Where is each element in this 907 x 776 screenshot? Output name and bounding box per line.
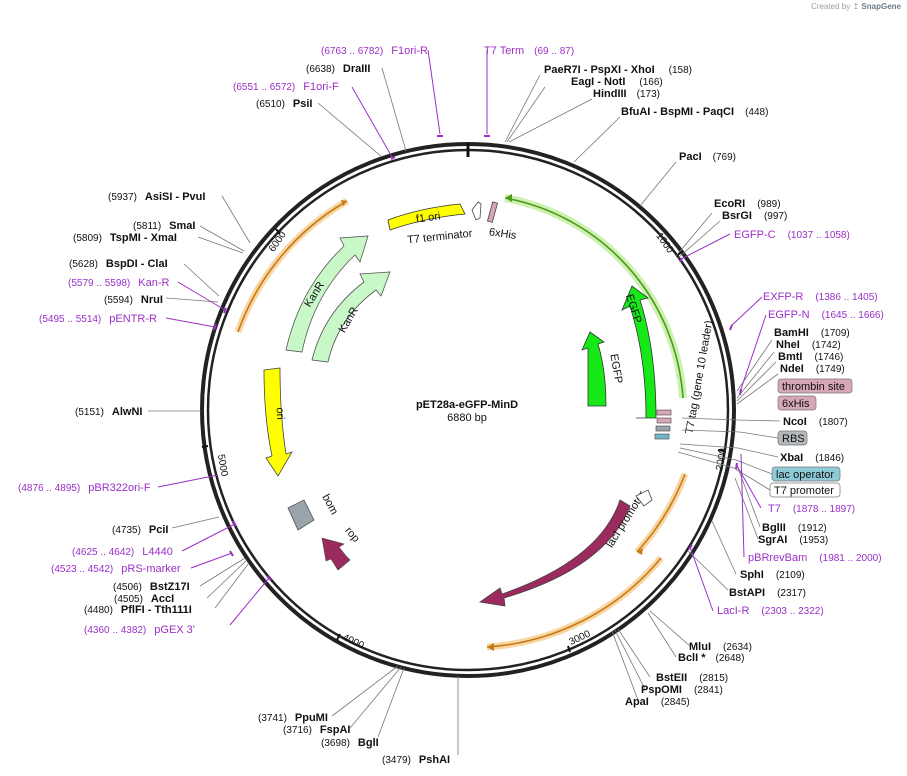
site-sphi: SphI(2109)	[740, 569, 805, 581]
ori-arrow	[263, 367, 293, 477]
snapgene-logo-icon: ↥	[852, 2, 860, 11]
primer-pbrrevbam: pBRrevBam(1981 .. 2000)	[748, 552, 882, 564]
primer-exfp-r: EXFP-R(1386 .. 1405)	[763, 291, 878, 303]
site-nhei: NheI(1742)	[776, 339, 841, 351]
box-thrombin-site: thrombin site	[782, 381, 845, 393]
his6-box-small	[656, 417, 672, 424]
primer-pentr-r: (5495 .. 5514)pENTR-R	[39, 313, 157, 325]
thrombin-box-small	[656, 409, 672, 416]
site-bsteii: BstEII(2815)	[656, 672, 728, 684]
primer-f1ori-f: (6551 .. 6572)F1ori-F	[233, 81, 339, 93]
site-hindiii: HindIII(173)	[593, 88, 660, 100]
primer-leaders	[157, 49, 767, 626]
box-rbs: RBS	[782, 433, 805, 445]
site-smai: (5811)SmaI	[133, 220, 195, 232]
site-paci: PacI(769)	[679, 151, 736, 163]
site-xbai: XbaI(1846)	[780, 452, 844, 464]
site-paer7i: PaeR7I - PspXI - XhoI(158)	[544, 64, 692, 76]
site-acci: (4505)AccI	[114, 593, 174, 605]
f1-ori-arrow	[387, 203, 466, 231]
primer-f1ori-r: (6763 .. 6782)F1ori-R	[321, 45, 428, 57]
site-mlui: MluI(2634)	[689, 641, 752, 653]
primer-egfp-c: EGFP-C(1037 .. 1058)	[734, 229, 850, 241]
site-bmti: BmtI(1746)	[778, 351, 843, 363]
credit-prefix: Created by	[811, 2, 851, 11]
egfp-label-inner: EGFP	[607, 353, 624, 385]
site-ppumi: (3741)PpuMI	[258, 712, 328, 724]
rop-arrow	[321, 537, 351, 571]
site-alwni: (5151)AlwNI	[75, 406, 142, 418]
kanr-arrow-2	[311, 271, 391, 363]
f1-ori-label: f1 ori	[415, 210, 441, 225]
bom-label: bom	[319, 492, 340, 517]
primer-pgex3: (4360 .. 4382)pGEX 3'	[84, 624, 195, 636]
site-asisi: (5937)AsiSI - PvuI	[108, 191, 205, 203]
tick-5000: 5000	[215, 453, 230, 477]
laci-promoter-arrow	[635, 489, 653, 507]
primer-labels: (6763 .. 6782)F1ori-R T7 Term(69 .. 87) …	[18, 45, 884, 636]
ori-label: ori	[274, 407, 287, 420]
site-bglii: BglII(1912)	[762, 522, 827, 534]
rbs-box-small	[655, 425, 671, 432]
feature-arcs	[234, 194, 689, 651]
site-bamhi: BamHI(1709)	[774, 327, 850, 339]
site-ndei: NdeI(1749)	[780, 363, 845, 375]
primer-t7: T7(1878 .. 1897)	[768, 503, 855, 515]
boxed-labels: thrombin site 6xHis RBS lac operator T7 …	[769, 378, 853, 498]
site-pcii: (4735)PciI	[112, 524, 168, 536]
rop-label: rop	[342, 525, 361, 545]
lac-operator-box-small	[654, 433, 670, 440]
snapgene-credit: Created by ↥ SnapGene	[811, 2, 901, 11]
site-bstz17i: (4506)BstZ17I	[113, 581, 190, 593]
kanr-arrow-1	[285, 235, 369, 353]
box-lac-operator: lac operator	[776, 469, 834, 481]
primer-l4440: (4625 .. 4642)L4440	[72, 546, 173, 558]
box-6xhis: 6xHis	[782, 398, 810, 410]
primer-egfp-n: EGFP-N(1645 .. 1666)	[768, 309, 884, 321]
primer-laci-r: LacI-R(2303 .. 2322)	[717, 605, 824, 617]
site-ncoi: NcoI(1807)	[783, 416, 848, 428]
site-eagi: EagI - NotI(166)	[571, 76, 663, 88]
backbone-ring	[200, 142, 736, 678]
site-fspai: (3716)FspAI	[283, 724, 350, 736]
site-pspomi: PspOMI(2841)	[641, 684, 723, 696]
his6-label: 6xHis	[488, 226, 517, 242]
site-nrui: (5594)NruI	[104, 294, 163, 306]
tick-1000: 1000	[653, 231, 675, 256]
credit-brand: SnapGene	[861, 2, 901, 11]
site-bspdi: (5628)BspDI - ClaI	[69, 258, 168, 270]
site-bstapi: BstAPI(2317)	[729, 587, 806, 599]
site-ecori: EcoRI(989)	[714, 198, 781, 210]
site-pshai: (3479)PshAI	[382, 754, 450, 766]
bom-box	[287, 499, 315, 531]
site-bcli: BclI *(2648)	[678, 652, 744, 664]
primer-prs-marker: (4523 .. 4542)pRS-marker	[51, 563, 181, 575]
site-labels: PaeR7I - PspXI - XhoI(158) EagI - NotI(1…	[69, 63, 850, 766]
laci-label: lacI	[565, 570, 586, 589]
site-bfuai: BfuAI - BspMI - PaqCI(448)	[621, 106, 768, 118]
egfp-arrow-outer	[621, 285, 657, 419]
site-tspmi: (5809)TspMI - XmaI	[73, 232, 177, 244]
site-sgrai: SgrAI(1953)	[758, 534, 828, 546]
t7-terminator-arrow	[471, 201, 482, 221]
site-bsrgi: BsrGI(997)	[722, 210, 787, 222]
site-draiii: (6638)DraIII	[306, 63, 370, 75]
box-t7-promoter: T7 promoter	[774, 485, 834, 497]
plasmid-size: 6880 bp	[447, 412, 487, 424]
primer-pbr322ori-f: (4876 .. 4895)pBR322ori-F	[18, 482, 151, 494]
t7-terminator-label: T7 terminator	[407, 228, 474, 247]
t7-tag-label: T7 tag (gene 10 leader)	[684, 320, 716, 435]
site-bgli: (3698)BglI	[321, 737, 379, 749]
laci-arrow	[478, 499, 631, 607]
egfp-arrow-inner	[581, 331, 607, 407]
site-pflfi: (4480)PflFI - Tth111I	[84, 604, 192, 616]
primer-kan-r: (5579 .. 5598)Kan-R	[68, 277, 170, 289]
site-psii: (6510)PsiI	[256, 98, 312, 110]
plasmid-name: pET28a-eGFP-MinD	[416, 399, 518, 411]
primer-t7-term: T7 Term(69 .. 87)	[484, 45, 574, 57]
his6-box	[486, 201, 498, 223]
site-apai: ApaI(2845)	[625, 696, 690, 708]
